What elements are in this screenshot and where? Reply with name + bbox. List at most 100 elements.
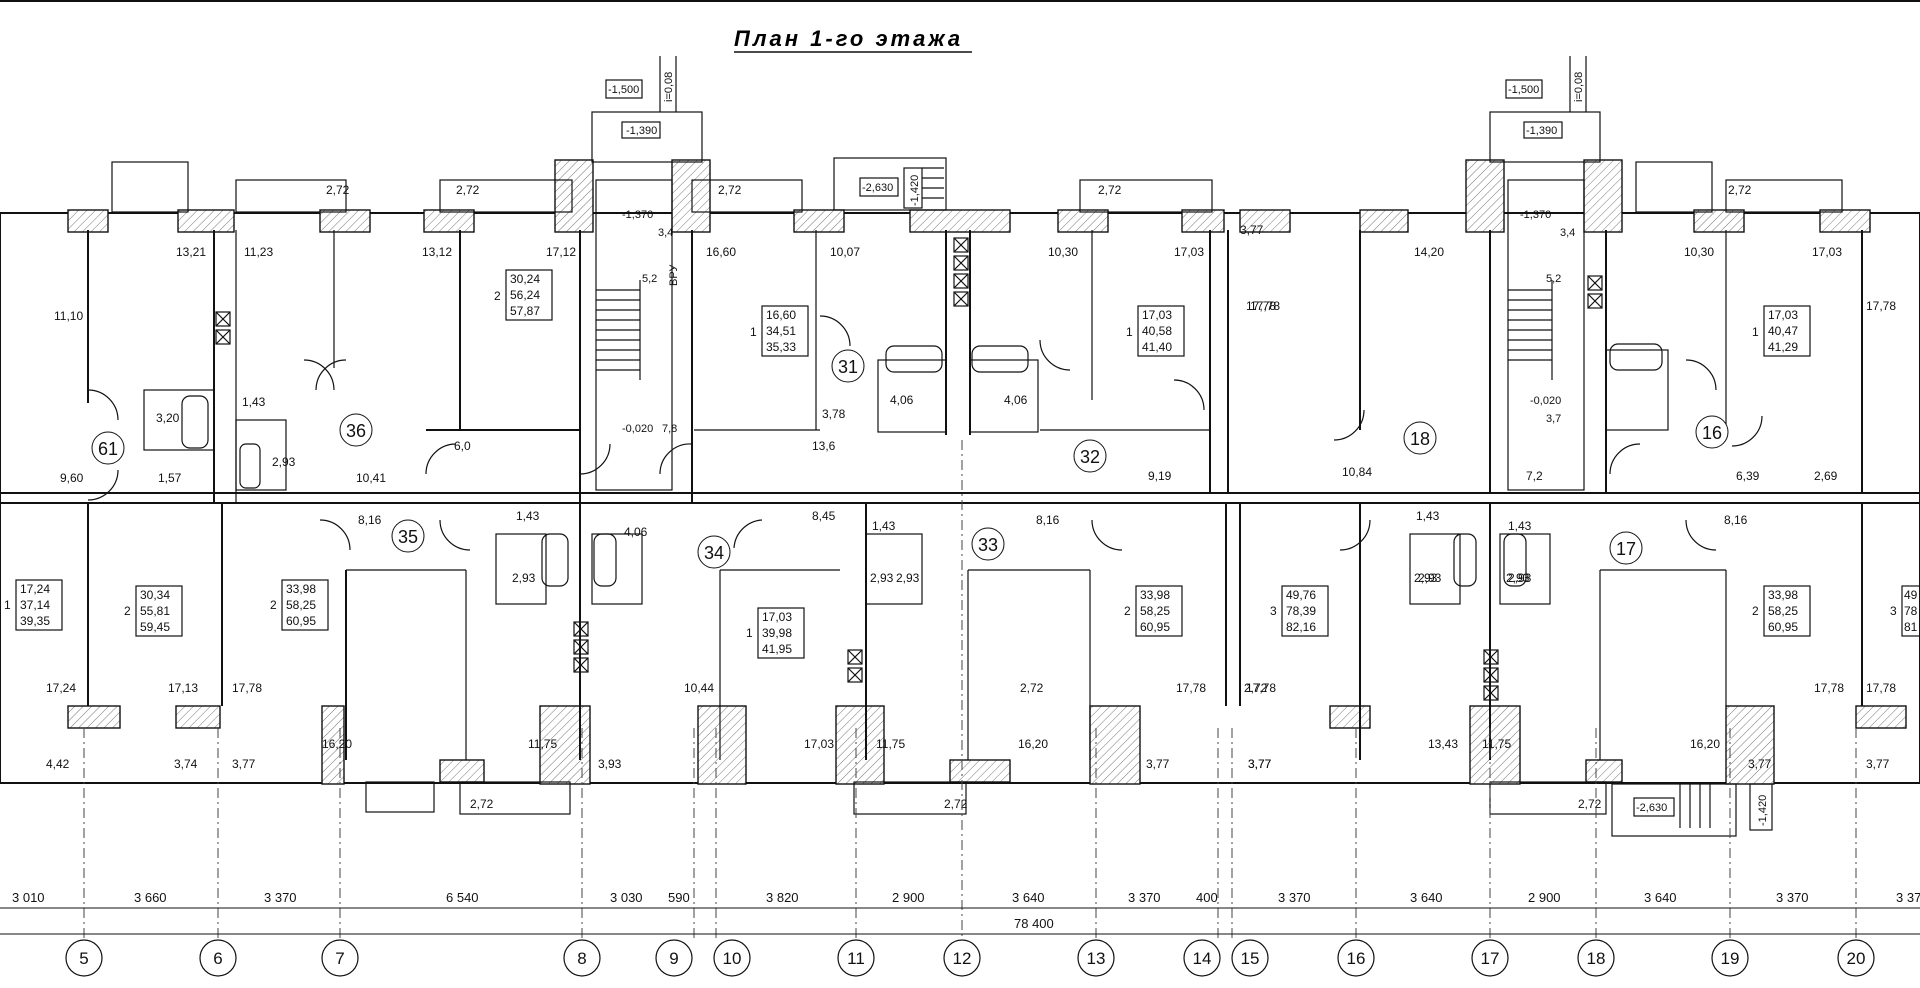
total-dimension: 78 400 — [1014, 916, 1054, 931]
svg-text:60,95: 60,95 — [1140, 620, 1170, 634]
area-box-5: 2 30,34 55,81 59,45 — [124, 588, 170, 634]
svg-text:1,43: 1,43 — [516, 509, 540, 523]
entrance-porch-right — [1489, 56, 1601, 163]
svg-text:1: 1 — [750, 325, 757, 339]
entrance-level3-right: -1,370 — [1520, 209, 1551, 221]
svg-text:17: 17 — [1481, 949, 1500, 968]
svg-text:55,81: 55,81 — [140, 604, 170, 618]
svg-text:9: 9 — [669, 949, 678, 968]
svg-text:17,78: 17,78 — [232, 681, 262, 695]
cellar-stair-mark-bottom: -1,420 — [1757, 795, 1769, 826]
svg-text:17,03: 17,03 — [1142, 308, 1172, 322]
svg-text:2: 2 — [270, 598, 277, 612]
svg-text:41,95: 41,95 — [762, 642, 792, 656]
svg-text:30,24: 30,24 — [510, 272, 540, 286]
area-box-10: 2 33,98 58,25 60,95 — [1752, 588, 1798, 634]
svg-text:1: 1 — [4, 598, 11, 612]
svg-text:10,07: 10,07 — [830, 245, 860, 259]
svg-text:16,20: 16,20 — [322, 737, 352, 751]
svg-text:17,78: 17,78 — [1814, 681, 1844, 695]
svg-text:3,20: 3,20 — [156, 411, 180, 425]
svg-text:10,41: 10,41 — [356, 471, 386, 485]
svg-text:56,24: 56,24 — [510, 288, 540, 302]
vru-label: ВРУ — [668, 264, 680, 286]
cellar-stair-level-top: -2,630 — [862, 182, 893, 194]
svg-text:2: 2 — [124, 604, 131, 618]
svg-text:6,39: 6,39 — [1736, 469, 1760, 483]
svg-text:3 370: 3 370 — [1278, 890, 1311, 905]
svg-text:20: 20 — [1847, 949, 1866, 968]
svg-text:33,98: 33,98 — [286, 582, 316, 596]
hall-area-right: 5,2 — [1546, 273, 1561, 285]
svg-text:2,93: 2,93 — [1506, 571, 1530, 585]
svg-text:2,72: 2,72 — [1578, 797, 1602, 811]
svg-text:2,72: 2,72 — [1098, 183, 1122, 197]
cellar-stair-top — [833, 157, 947, 211]
landing-level-right: -0,020 — [1530, 395, 1561, 407]
svg-text:3 370: 3 370 — [264, 890, 297, 905]
svg-text:2 900: 2 900 — [1528, 890, 1561, 905]
svg-text:17,78: 17,78 — [1246, 299, 1276, 313]
porch-area-right: 3,4 — [1560, 227, 1575, 239]
svg-text:78: 78 — [1904, 604, 1918, 618]
svg-text:17,03: 17,03 — [1768, 308, 1798, 322]
svg-text:15: 15 — [1241, 949, 1260, 968]
area-box-2: 1 17,03 40,58 41,40 — [1126, 308, 1172, 354]
ventilation-shafts — [215, 237, 1603, 701]
svg-text:17,03: 17,03 — [1174, 245, 1204, 259]
svg-text:4,06: 4,06 — [1004, 393, 1028, 407]
apt-number: 31 — [838, 357, 858, 377]
svg-text:2: 2 — [1124, 604, 1131, 618]
svg-text:3: 3 — [1890, 604, 1897, 618]
svg-text:11,75: 11,75 — [876, 737, 905, 751]
svg-text:17,78: 17,78 — [1866, 299, 1896, 313]
apt-number: 35 — [398, 527, 418, 547]
svg-text:590: 590 — [668, 890, 690, 905]
area-box-3: 1 17,03 40,47 41,29 — [1752, 308, 1798, 354]
axis-markers — [65, 939, 1875, 977]
entrance-level2-left: -1,390 — [626, 125, 657, 137]
apt-number: 34 — [704, 543, 724, 563]
svg-text:3 37: 3 37 — [1896, 890, 1920, 905]
svg-text:17,78: 17,78 — [1866, 681, 1896, 695]
svg-text:2,93: 2,93 — [896, 571, 920, 585]
svg-text:19: 19 — [1721, 949, 1740, 968]
apt-number: 33 — [978, 535, 998, 555]
svg-text:3,77: 3,77 — [1248, 757, 1272, 771]
svg-text:17,13: 17,13 — [168, 681, 198, 695]
svg-text:3,77: 3,77 — [1146, 757, 1170, 771]
balconies — [111, 161, 1843, 815]
svg-text:3: 3 — [1270, 604, 1277, 618]
svg-text:2 900: 2 900 — [892, 890, 925, 905]
svg-text:41,40: 41,40 — [1142, 340, 1172, 354]
svg-text:49: 49 — [1904, 588, 1918, 602]
svg-text:13,21: 13,21 — [176, 245, 206, 259]
svg-text:17,78: 17,78 — [1176, 681, 1206, 695]
svg-text:13,43: 13,43 — [1428, 737, 1458, 751]
svg-text:13: 13 — [1087, 949, 1106, 968]
apt-number: 61 — [98, 439, 118, 459]
svg-text:16: 16 — [1347, 949, 1366, 968]
svg-text:10: 10 — [723, 949, 742, 968]
svg-text:8,45: 8,45 — [812, 509, 836, 523]
hall-area-left: 5,2 — [642, 273, 657, 285]
svg-text:11: 11 — [847, 949, 865, 968]
svg-text:4,06: 4,06 — [890, 393, 914, 407]
svg-text:82,16: 82,16 — [1286, 620, 1316, 634]
svg-text:17,78: 17,78 — [1250, 299, 1280, 313]
svg-text:1,43: 1,43 — [1416, 509, 1440, 523]
area-box-4: 1 17,24 37,14 39,35 — [4, 582, 50, 628]
svg-text:2,93: 2,93 — [1414, 571, 1438, 585]
svg-text:2,72: 2,72 — [1020, 681, 1044, 695]
svg-text:3 820: 3 820 — [766, 890, 799, 905]
svg-text:11,75: 11,75 — [1482, 737, 1511, 751]
svg-text:9,60: 9,60 — [60, 471, 84, 485]
svg-text:3 640: 3 640 — [1012, 890, 1045, 905]
svg-text:2,72: 2,72 — [718, 183, 742, 197]
area-box-11: 3 49 78 81 — [1890, 588, 1918, 634]
svg-text:5: 5 — [79, 949, 88, 968]
svg-text:11,10: 11,10 — [54, 309, 83, 323]
svg-text:33,98: 33,98 — [1768, 588, 1798, 602]
svg-text:1,43: 1,43 — [872, 519, 896, 533]
